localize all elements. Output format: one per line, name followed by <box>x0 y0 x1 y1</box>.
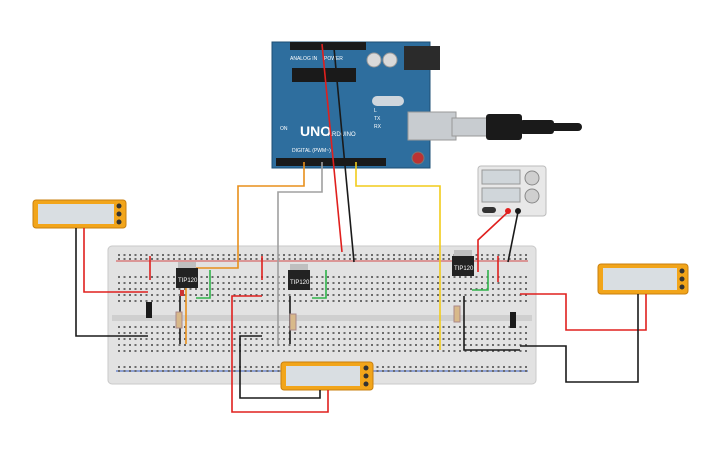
meter-right[interactable] <box>597 263 689 295</box>
l-label: L <box>374 108 377 114</box>
reset-button[interactable] <box>411 151 425 165</box>
wire-red-ps <box>477 211 509 272</box>
meter-left[interactable] <box>32 199 127 229</box>
dc-jack[interactable] <box>404 46 440 70</box>
wire-green-3 <box>472 270 489 291</box>
resistor-3[interactable] <box>453 305 461 323</box>
voltage-knob[interactable] <box>524 170 540 186</box>
wire-green-2 <box>312 270 327 299</box>
resistor-2[interactable] <box>289 313 297 331</box>
transistor-q1-label: TIP120 <box>178 278 198 284</box>
power-supply-display-b <box>481 187 521 203</box>
meter-bottom[interactable] <box>280 361 374 391</box>
wire-meter-left-black <box>75 228 148 337</box>
breadboard[interactable] <box>107 245 537 385</box>
arduino-board[interactable]: UNO ARDUINO DIGITAL (PWM~) ANALOG IN POW… <box>271 41 457 169</box>
wire-gray <box>277 162 323 344</box>
diode-1[interactable] <box>146 302 152 318</box>
diode-2[interactable] <box>510 312 516 328</box>
power-supply-display-a <box>481 169 521 185</box>
header-digital <box>276 158 386 166</box>
transistor-q3[interactable]: TIP120 <box>452 250 474 276</box>
arduino-brand: UNO <box>300 123 331 139</box>
on-label: ON <box>280 126 288 132</box>
usb-port[interactable] <box>407 111 457 141</box>
wire-meter-bottom-black <box>239 335 321 399</box>
capacitor-1 <box>366 52 382 68</box>
wire-red-1 <box>321 43 343 253</box>
crystal <box>372 96 404 106</box>
digital-label: DIGITAL (PWM~) <box>292 148 331 154</box>
wire-black-mid-3 <box>463 296 520 351</box>
wire-meter-left-red <box>83 228 148 293</box>
wires <box>75 43 647 413</box>
analog-label: ANALOG IN <box>290 56 318 62</box>
power-switch[interactable] <box>482 207 496 213</box>
wire-meter-right-black <box>520 294 639 383</box>
transistor-q2[interactable]: TIP120 <box>288 264 310 290</box>
wire-green-1 <box>196 270 211 299</box>
wire-yellow <box>355 162 441 350</box>
power-supply[interactable] <box>477 165 547 217</box>
current-knob[interactable] <box>524 188 540 204</box>
wire-black-1 <box>333 47 355 263</box>
tx-label: TX <box>374 116 381 122</box>
wire-black-ps <box>507 211 519 263</box>
transistor-q1[interactable]: TIP120 <box>176 262 198 296</box>
negative-terminal[interactable] <box>515 208 521 214</box>
resistor-1[interactable] <box>175 311 183 329</box>
power-label: POWER <box>324 56 343 62</box>
breadboard-holes <box>118 254 527 372</box>
transistor-q3-label: TIP120 <box>454 266 474 272</box>
rx-label: RX <box>374 124 382 130</box>
wire-meter-bottom-red <box>231 295 329 413</box>
wire-meter-right-red <box>520 293 647 331</box>
usb-cable[interactable] <box>451 114 582 140</box>
atmega-chip <box>292 68 356 82</box>
capacitor-2 <box>382 52 398 68</box>
transistor-q2-label: TIP120 <box>290 280 310 286</box>
header-top-right <box>316 42 366 50</box>
